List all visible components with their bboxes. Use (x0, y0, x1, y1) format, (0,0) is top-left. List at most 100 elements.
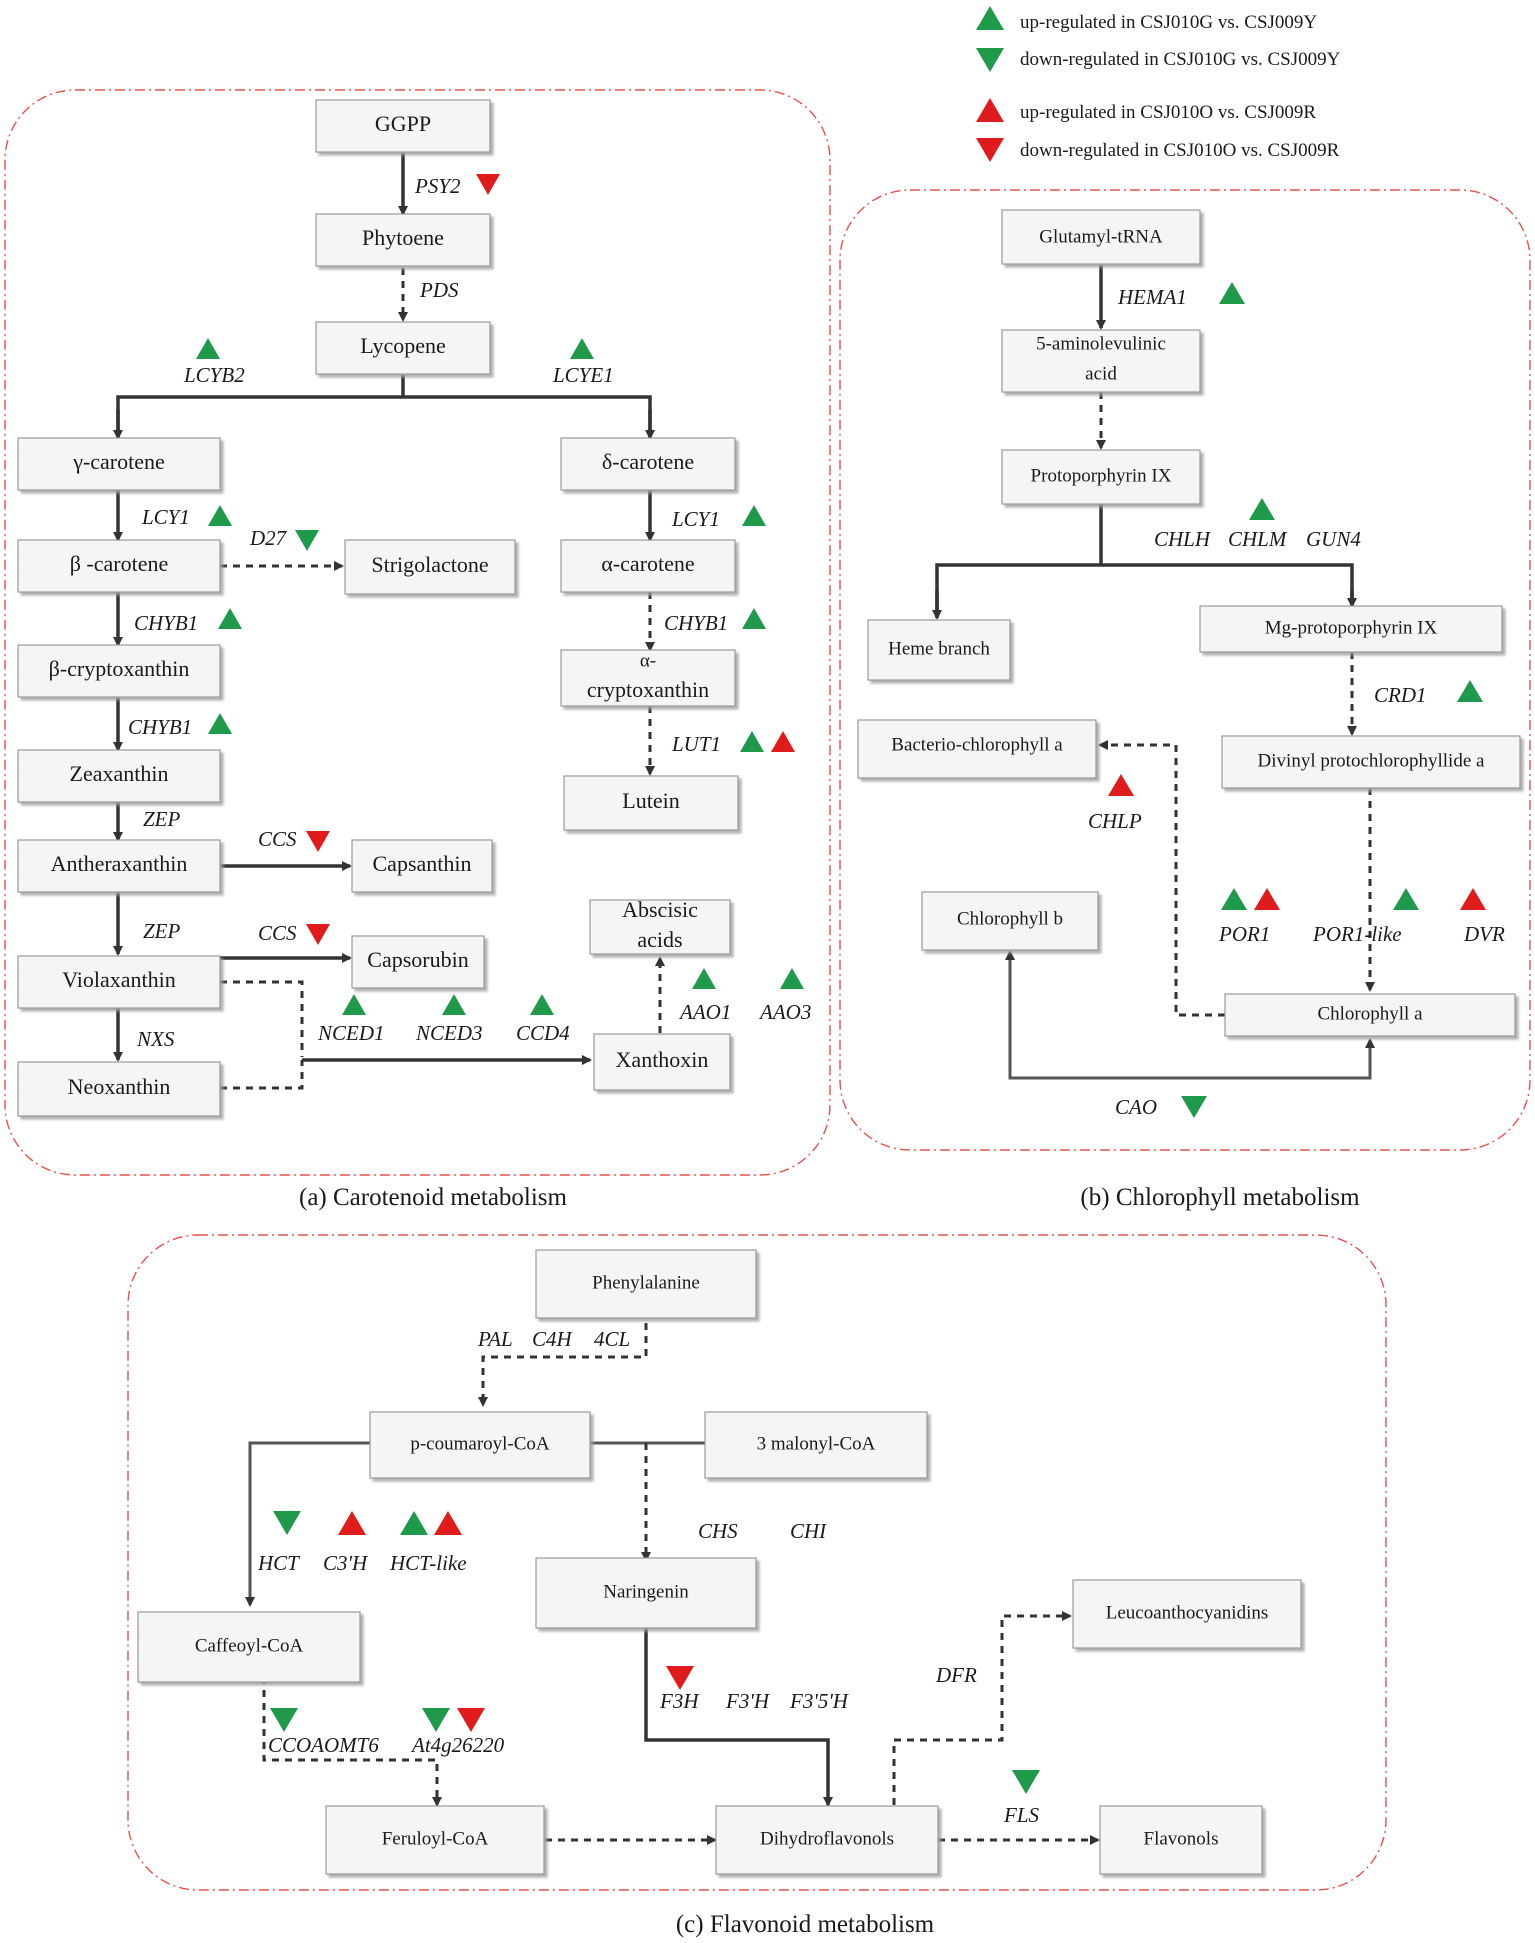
gene-pal: PAL (477, 1327, 513, 1351)
down-green-icon (270, 1708, 298, 1732)
up-red-icon (434, 1511, 462, 1535)
up-green-icon (1221, 888, 1247, 910)
panel-c-border (127, 1234, 1387, 1891)
panel-a-border (4, 89, 831, 1176)
down-red-icon (457, 1708, 485, 1732)
gene-chyb1-c: CHYB1 (128, 715, 192, 739)
up-green-icon (208, 713, 232, 734)
label-malonyl: 3 malonyl-CoA (757, 1433, 876, 1454)
gene-dfr: DFR (935, 1663, 977, 1687)
label-capsanthin: Capsanthin (373, 851, 472, 876)
node-phytoene (315, 213, 491, 267)
panel-chlorophyll: Glutamyl-tRNA 5-aminolevulinic acid Prot… (857, 209, 1521, 1119)
down-red-icon (306, 831, 330, 852)
gene-aao1: AAO1 (678, 1000, 731, 1024)
up-green-icon (442, 994, 466, 1015)
gene-por1-like: POR1-like (1312, 922, 1402, 946)
label-heme-branch: Heme branch (888, 638, 990, 659)
label-beta-cryptoxanthin: β-cryptoxanthin (49, 656, 190, 681)
node-chlorophyll-b (921, 891, 1099, 951)
gene-ccoaomt6: CCOAOMT6 (268, 1733, 379, 1757)
node-phenylalanine (535, 1249, 757, 1319)
gene-fls: FLS (1003, 1803, 1040, 1827)
gene-lcyb2: LCYB2 (183, 363, 245, 387)
label-gamma-carotene: γ-carotene (72, 449, 165, 474)
node-gamma-carotene (17, 437, 221, 491)
up-green-icon (692, 968, 716, 989)
up-green-icon (218, 608, 242, 629)
caption-b: (b) Chlorophyll metabolism (1080, 1184, 1360, 1211)
label-feruloyl: Feruloyl-CoA (382, 1828, 489, 1849)
up-green-icon (208, 505, 232, 526)
down-green-icon (1012, 1770, 1040, 1794)
legend-label-2: down-regulated in CSJ010G vs. CSJ009Y (1020, 49, 1341, 70)
gene-lcy1-b: LCY1 (671, 507, 720, 531)
gene-f3ph: F3'H (725, 1689, 771, 1713)
up-red-icon (771, 731, 795, 752)
label-protoporphyrin: Protoporphyrin IX (1031, 465, 1172, 486)
caption-c: (c) Flavonoid metabolism (676, 1911, 935, 1938)
gene-zep-b: ZEP (143, 919, 181, 943)
label-naringenin: Naringenin (603, 1581, 689, 1602)
gene-crd1: CRD1 (1374, 683, 1427, 707)
node-flavonols (1099, 1805, 1263, 1875)
node-p-coumaroyl-coa (369, 1411, 591, 1479)
label-glutamyl-trna: Glutamyl-tRNA (1039, 226, 1163, 247)
label-strigolactone: Strigolactone (371, 552, 488, 577)
label-chlorophyll-a: Chlorophyll a (1317, 1003, 1423, 1024)
up-green-icon (1393, 888, 1419, 910)
up-green-icon (1249, 498, 1275, 520)
down-red-icon (476, 174, 500, 195)
node-ggpp (315, 99, 491, 153)
gene-por1: POR1 (1218, 922, 1270, 946)
node-leucoanthocyanidins (1072, 1579, 1302, 1649)
label-alpha-cryptoxanthin-1: α- (640, 650, 656, 671)
node-naringenin (535, 1557, 757, 1629)
node-capsorubin (351, 935, 485, 989)
node-lycopene (315, 321, 491, 375)
down-red-icon (666, 1666, 694, 1690)
node-mg-protoporphyrin (1199, 605, 1503, 653)
up-green-icon (740, 731, 764, 752)
label-ala-2: acid (1085, 363, 1117, 384)
node-beta-cryptoxanthin (17, 644, 221, 698)
gene-chlm: CHLM (1228, 527, 1288, 551)
up-red-icon (1460, 888, 1486, 910)
node-antheraxanthin (17, 839, 221, 893)
up-green-icon (196, 338, 220, 359)
node-bacterio-chlorophyll-a (857, 719, 1097, 779)
label-flavonols: Flavonols (1144, 1828, 1219, 1849)
node-5-aminolevulinic-acid (1001, 329, 1201, 393)
node-zeaxanthin (17, 749, 221, 803)
node-alpha-cryptoxanthin (560, 649, 736, 707)
node-delta-carotene (560, 437, 736, 491)
gene-gun4: GUN4 (1306, 527, 1361, 551)
caption-a: (a) Carotenoid metabolism (299, 1184, 568, 1211)
gene-chlh: CHLH (1154, 527, 1212, 551)
node-feruloyl-coa (325, 1805, 545, 1875)
panel-carotenoid: GGPP Phytoene Lycopene γ-carotene δ-caro… (17, 99, 811, 1117)
gene-lcye1: LCYE1 (552, 363, 614, 387)
node-divinyl-protochlorophyllide (1221, 735, 1521, 789)
gene-hct: HCT (257, 1551, 300, 1575)
label-dihydro: Dihydroflavonols (760, 1828, 894, 1849)
gene-chyb1-b: CHYB1 (664, 611, 728, 635)
gene-d27: D27 (249, 526, 288, 550)
gene-nced3: NCED3 (415, 1021, 483, 1045)
gene-f35h: F3'5'H (789, 1689, 850, 1713)
gene-chi: CHI (790, 1519, 827, 1543)
gene-psy2: PSY2 (414, 174, 461, 198)
node-dihydroflavonols (715, 1805, 939, 1875)
node-protoporphyrin-ix (1001, 449, 1201, 505)
gene-ccd4: CCD4 (516, 1021, 570, 1045)
label-delta-carotene: δ-carotene (602, 449, 694, 474)
label-bacterio: Bacterio-chlorophyll a (891, 734, 1063, 755)
gene-nxs: NXS (136, 1027, 175, 1051)
gene-ccs-b: CCS (258, 921, 297, 945)
label-phenylalanine: Phenylalanine (592, 1272, 700, 1293)
label-alpha-cryptoxanthin-2: cryptoxanthin (587, 677, 709, 702)
gene-zep-a: ZEP (143, 807, 181, 831)
legend-up-green-icon (976, 6, 1004, 30)
legend-label-3: up-regulated in CSJ010O vs. CSJ009R (1020, 102, 1316, 123)
